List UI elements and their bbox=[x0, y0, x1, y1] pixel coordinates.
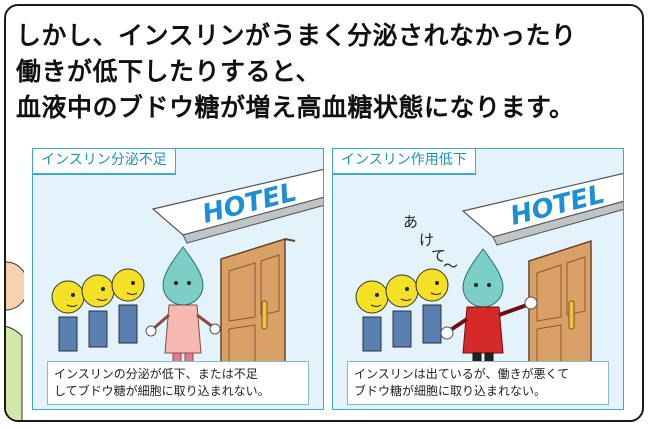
caption-insulin-deficiency: インスリンの分泌が低下、または不足 してブドウ糖が細胞に取り込まれない。 bbox=[47, 361, 309, 405]
caption-line-2: ブドウ糖が細胞に取り込まれない。 bbox=[354, 384, 547, 398]
panel-insulin-deficiency: インスリン分泌不足 HOTEL bbox=[32, 148, 324, 410]
speech-char-2: け bbox=[419, 231, 435, 249]
caption-insulin-resistance: インスリンは出ているが、働きが悪くて ブドウ糖が細胞に取り込まれない。 bbox=[347, 361, 609, 405]
panel-tab-insulin-resistance: インスリン作用低下 bbox=[333, 149, 476, 175]
speech-char-1: あ bbox=[403, 213, 419, 231]
door-icon bbox=[528, 239, 592, 382]
heading-line-2: 働きが低下したりすると、 bbox=[16, 57, 322, 86]
caption-line-1: インスリンは出ているが、働きが悪くて bbox=[354, 367, 570, 381]
hotel-sign-icon: HOTEL bbox=[461, 172, 623, 246]
insulin-drop-character-icon bbox=[440, 248, 538, 368]
panel-insulin-resistance: インスリン作用低下 HOTEL bbox=[332, 148, 624, 410]
page-heading: しかし、インスリンがうまく分泌されなかったり 働きが低下したりすると、 血液中の… bbox=[16, 18, 577, 126]
illustration-frame: しかし、インスリンがうまく分泌されなかったり 働きが低下したりすると、 血液中の… bbox=[4, 4, 644, 422]
caption-line-1: インスリンの分泌が低下、または不足 bbox=[54, 367, 258, 381]
scene-insulin-deficiency: HOTEL bbox=[51, 168, 323, 382]
speech-char-3: て bbox=[431, 247, 447, 265]
door-icon bbox=[220, 237, 296, 382]
caption-line-2: してブドウ糖が細胞に取り込まれない。 bbox=[54, 384, 270, 398]
speech-char-4: 〜 bbox=[443, 257, 459, 275]
insulin-drop-character-icon bbox=[145, 246, 221, 368]
heading-line-3: 血液中のブドウ糖が増え高血糖状態になります。 bbox=[16, 93, 575, 122]
hotel-sign-icon: HOTEL bbox=[151, 168, 323, 244]
glucose-character-icon bbox=[355, 268, 449, 352]
side-character-icon bbox=[6, 261, 24, 420]
heading-line-1: しかし、インスリンがうまく分泌されなかったり bbox=[16, 21, 577, 50]
panel-tab-insulin-deficiency: インスリン分泌不足 bbox=[33, 149, 176, 175]
glucose-character-icon bbox=[51, 268, 145, 352]
